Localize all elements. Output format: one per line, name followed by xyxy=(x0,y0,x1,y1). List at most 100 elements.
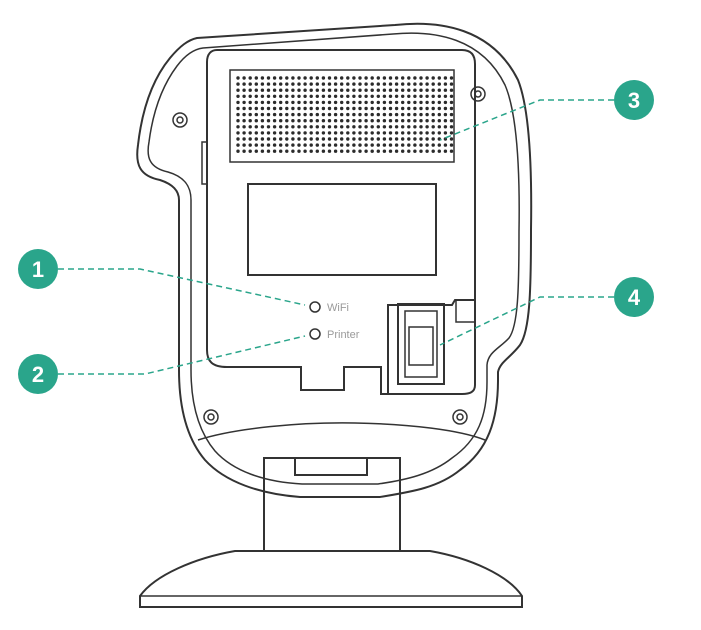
grille-hole xyxy=(327,143,332,147)
grille-hole xyxy=(425,76,429,80)
grille-hole xyxy=(340,100,344,105)
grille-hole xyxy=(315,112,319,117)
grille-hole xyxy=(242,143,246,147)
grille-hole xyxy=(437,119,441,123)
grille-hole xyxy=(340,143,344,147)
grille-hole xyxy=(248,94,252,99)
speaker-grille xyxy=(229,69,455,163)
grille-hole xyxy=(401,106,405,111)
grille-hole xyxy=(291,125,295,129)
grille-hole xyxy=(449,143,454,147)
grille-hole xyxy=(272,82,277,86)
grille-hole xyxy=(321,100,326,105)
grille-hole xyxy=(376,143,380,147)
grille-hole xyxy=(358,106,362,111)
callout-1-number: 1 xyxy=(32,257,44,282)
grille-hole xyxy=(443,112,448,117)
grille-hole xyxy=(449,137,454,141)
grille-hole xyxy=(291,88,295,92)
grille-hole xyxy=(340,137,344,141)
grille-hole xyxy=(431,112,435,117)
grille-hole xyxy=(260,76,265,80)
grille-hole xyxy=(370,82,374,86)
grille-hole xyxy=(279,112,283,117)
grille-hole xyxy=(413,143,417,147)
grille-hole xyxy=(419,112,423,117)
grille-hole xyxy=(370,88,374,92)
grille-hole xyxy=(413,106,417,111)
grille-hole xyxy=(352,149,356,153)
grille-hole xyxy=(364,119,368,123)
leader-line-4 xyxy=(439,296,614,346)
grille-hole xyxy=(248,119,252,123)
grille-hole xyxy=(413,119,417,123)
grille-hole xyxy=(443,88,448,92)
grille-hole xyxy=(413,94,417,99)
grille-hole xyxy=(449,82,454,86)
grille-hole xyxy=(333,112,338,117)
grille-hole xyxy=(358,76,362,80)
grille-hole xyxy=(388,119,393,123)
grille-hole xyxy=(248,88,252,92)
grille-hole xyxy=(333,149,338,153)
grille-hole xyxy=(407,100,411,105)
grille-hole xyxy=(425,100,429,105)
grille-hole xyxy=(370,149,374,153)
grille-hole xyxy=(401,112,405,117)
grille-hole xyxy=(303,137,307,141)
grille-hole xyxy=(370,106,374,111)
grille-hole xyxy=(364,106,368,111)
grille-hole xyxy=(382,137,387,141)
grille-hole xyxy=(327,149,332,153)
grille-hole xyxy=(358,82,362,86)
grille-hole xyxy=(279,143,283,147)
grille-hole xyxy=(297,143,301,147)
grille-hole xyxy=(419,94,423,99)
grille-hole xyxy=(419,82,423,86)
grille-hole xyxy=(425,88,429,92)
stand-hinge xyxy=(294,457,368,476)
grille-hole xyxy=(388,82,393,86)
grille-hole xyxy=(437,149,441,153)
grille-hole xyxy=(309,112,313,117)
grille-hole xyxy=(346,119,350,123)
grille-hole xyxy=(260,131,265,135)
grille-hole xyxy=(443,94,448,99)
callout-4: 4 xyxy=(614,277,654,317)
grille-hole xyxy=(272,94,277,99)
grille-hole xyxy=(394,119,399,123)
grille-hole xyxy=(272,143,277,147)
grille-hole xyxy=(321,82,326,86)
grille-hole xyxy=(260,119,265,123)
screw-icon xyxy=(203,409,219,425)
grille-hole xyxy=(419,100,423,105)
grille-hole xyxy=(425,137,429,141)
leader-line-2 xyxy=(58,335,306,375)
grille-hole xyxy=(248,100,252,105)
grille-hole xyxy=(449,149,454,153)
grille-hole xyxy=(431,88,435,92)
grille-hole xyxy=(236,131,240,135)
grille-hole xyxy=(266,131,271,135)
grille-hole xyxy=(388,125,393,129)
grille-hole xyxy=(254,94,258,99)
grille-hole xyxy=(419,119,423,123)
grille-hole xyxy=(303,119,307,123)
grille-hole xyxy=(291,82,295,86)
grille-hole xyxy=(248,106,252,111)
grille-hole xyxy=(272,100,277,105)
grille-hole xyxy=(266,125,271,129)
grille-hole xyxy=(303,131,307,135)
grille-hole xyxy=(333,131,338,135)
grille-hole xyxy=(315,119,319,123)
grille-hole xyxy=(260,125,265,129)
grille-hole xyxy=(394,125,399,129)
grille-hole xyxy=(327,76,332,80)
grille-hole xyxy=(242,76,246,80)
grille-hole xyxy=(419,125,423,129)
grille-hole xyxy=(346,149,350,153)
grille-hole xyxy=(291,143,295,147)
grille-hole xyxy=(327,119,332,123)
grille-hole xyxy=(382,94,387,99)
callout-2: 2 xyxy=(18,354,58,394)
